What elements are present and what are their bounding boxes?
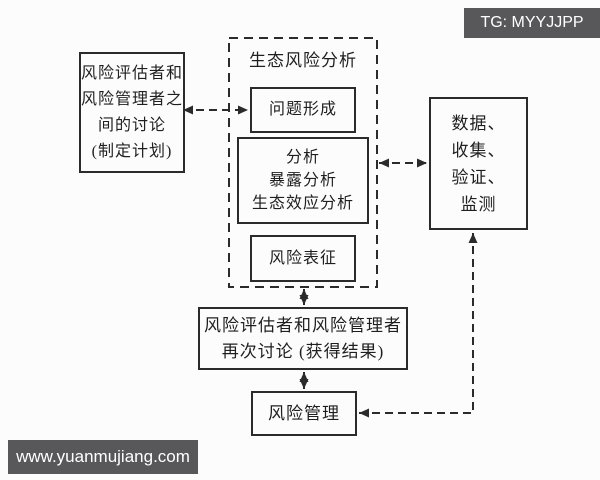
watermark-website-badge: www.yuanmujiang.com bbox=[8, 440, 198, 474]
watermark-telegram-badge: TG: MYYJJPP bbox=[464, 8, 600, 38]
node-second-discussion: 风险评估者和风险管理者 再次讨论 (获得结果) bbox=[198, 307, 408, 370]
node-risk-characterization: 风险表征 bbox=[250, 235, 356, 282]
ecological-risk-analysis-dashed-frame bbox=[228, 37, 378, 288]
node-risk-management: 风险管理 bbox=[251, 391, 357, 436]
node-analysis: 分析 暴露分析 生态效应分析 bbox=[237, 137, 369, 224]
connector-riskmgmt-data bbox=[359, 233, 478, 418]
node-assessor-manager-discussion: 风险评估者和 风险管理者之 间的讨论 (制定计划) bbox=[79, 52, 185, 173]
node-data-collection-verification-monitoring: 数据、 收集、 验证、 监测 bbox=[429, 97, 528, 230]
node-problem-formation: 问题形成 bbox=[250, 87, 356, 133]
group-title-ecological-risk-analysis: 生态风险分析 bbox=[249, 51, 357, 70]
